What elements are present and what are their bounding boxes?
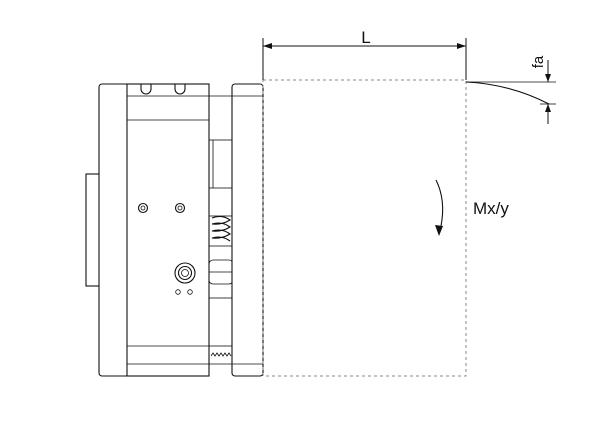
moment-arc <box>435 179 444 227</box>
moment-label: Mx/y <box>473 199 509 218</box>
deflection-dimension: fa <box>465 55 556 124</box>
top-notch-right <box>174 84 186 95</box>
screw-left-inner <box>140 205 146 211</box>
moment-arrowhead <box>435 225 443 236</box>
length-arrow-right <box>457 43 466 49</box>
fitting-inner <box>181 269 189 277</box>
main-body <box>126 83 210 377</box>
top-notch-left <box>140 84 152 95</box>
deflection-arrow-top <box>545 74 551 82</box>
right-plate <box>231 83 264 377</box>
deflection-curve <box>465 81 550 105</box>
payload-envelope <box>262 79 467 377</box>
deflection-label: fa <box>530 55 547 68</box>
left-cover-plate <box>85 173 101 287</box>
fitting-middle <box>177 265 193 281</box>
spring-coil <box>211 215 231 242</box>
fitting-outer <box>174 262 196 284</box>
deflection-arrow-bottom <box>545 104 551 112</box>
right-plate-outline <box>231 83 264 377</box>
small-hole-left <box>175 289 181 295</box>
bottom-serration <box>210 352 232 357</box>
length-arrow-left <box>263 43 272 49</box>
length-dimension: L <box>262 28 467 80</box>
screw-right <box>174 202 186 214</box>
gap-upper-block <box>208 139 233 189</box>
screw-right-inner <box>177 205 183 211</box>
gap-lower-block <box>208 297 233 347</box>
main-body-outline <box>126 83 210 377</box>
left-outer-plate <box>98 83 130 377</box>
moment-indicator: Mx/y <box>435 179 509 236</box>
screw-left <box>137 202 149 214</box>
gap-mechanism <box>208 95 234 365</box>
small-hole-right <box>187 289 193 295</box>
length-label: L <box>361 28 370 47</box>
